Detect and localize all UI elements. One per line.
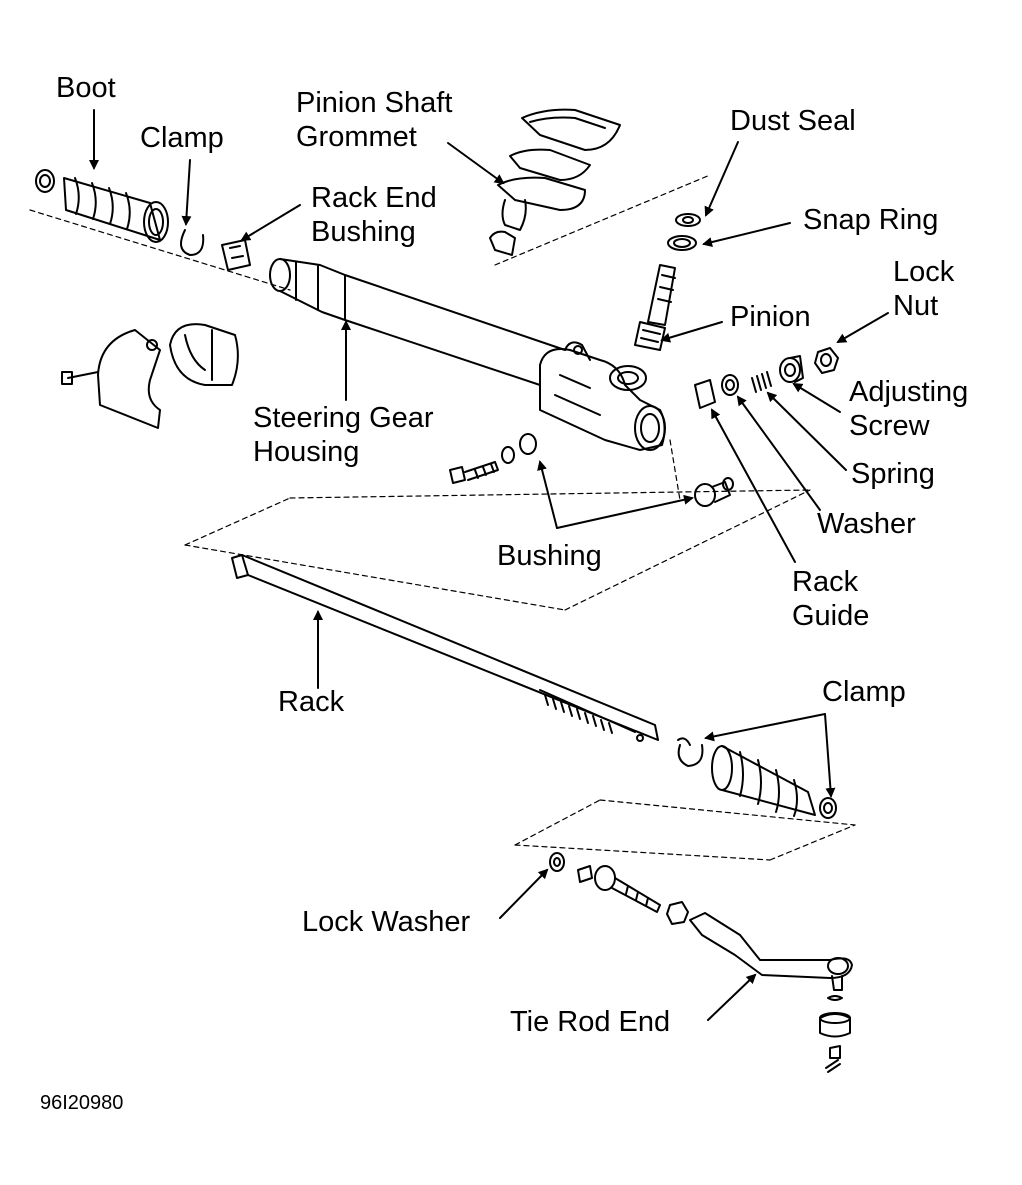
label-clamp-top: Clamp [140, 122, 224, 154]
leader-arrows [89, 109, 889, 1021]
rack-guide-part [694, 379, 716, 409]
bushing-arrow-1 [537, 460, 558, 529]
clamp-left [180, 229, 205, 256]
snap-ring-arrow [702, 222, 791, 247]
label-pinion-shaft-grommet-line1: Pinion Shaft [296, 87, 453, 119]
spring-arrow [766, 391, 847, 471]
washer-part [721, 374, 739, 396]
pinion-part [634, 264, 676, 351]
label-bushing: Bushing [497, 540, 602, 572]
inner-tie-rod [577, 865, 661, 913]
boot-left [35, 169, 169, 243]
label-adjusting-screw-line2: Screw [849, 410, 930, 442]
housing-tube [269, 258, 566, 386]
clamp-top-arrow [181, 159, 192, 226]
clamp-bottom-arrow-2 [824, 713, 836, 798]
tie-rod-end-part [689, 912, 853, 1073]
label-dust-seal: Dust Seal [730, 105, 856, 137]
dust-seal-arrow [704, 141, 739, 217]
adjusting-screw-part [779, 355, 804, 383]
rack-guide-arrow [711, 408, 796, 563]
lock-nut-arrow [836, 312, 889, 344]
label-steering-gear-housing-line2: Housing [253, 436, 360, 468]
label-rack-end-bushing-line2: Bushing [311, 216, 416, 248]
mount-bushing [169, 323, 239, 386]
label-washer: Washer [817, 508, 916, 540]
label-pinion: Pinion [730, 301, 811, 333]
label-adjusting-screw-line1: Adjusting [849, 376, 969, 408]
snap-ring-part [667, 235, 697, 251]
bushing-left-part [501, 433, 537, 464]
mount-bracket [61, 329, 161, 429]
label-rack-end-bushing-line1: Rack End [311, 182, 437, 214]
bushing-arrow-2 [556, 494, 694, 529]
label-lock-washer: Lock Washer [302, 906, 471, 938]
rack-part [231, 554, 659, 742]
label-spring: Spring [851, 458, 935, 490]
bushing-right-part [694, 477, 734, 507]
gear-housing-body [539, 341, 666, 451]
label-lock-nut-line1: Lock [893, 256, 955, 288]
lock-nut-part [814, 347, 839, 374]
adjusting-screw-arrow [792, 382, 841, 413]
label-steering-gear-housing-line1: Steering Gear [253, 402, 434, 434]
label-pinion-shaft-grommet-line2: Grommet [296, 121, 417, 153]
label-boot: Boot [56, 72, 116, 104]
label-snap-ring: Snap Ring [803, 204, 939, 236]
lock-washer-part [549, 852, 565, 872]
label-rack-guide-line1: Rack [792, 566, 859, 598]
spring-part [751, 371, 772, 393]
label-lock-nut-line2: Nut [893, 290, 939, 322]
rack-end-bushing-part [221, 239, 251, 271]
rack-end-bushing-arrow [240, 204, 301, 242]
label-clamp-bottom: Clamp [822, 676, 906, 708]
pinion-arrow [660, 321, 723, 343]
boot-right [711, 745, 837, 819]
label-tie-rod-end: Tie Rod End [510, 1006, 671, 1038]
clamp-bottom-arrow-1 [704, 713, 826, 742]
lock-washer-arrow [499, 868, 549, 919]
clamp-right-part [677, 737, 704, 767]
dust-seal-part [675, 213, 701, 227]
mount-bolt [449, 461, 499, 484]
label-rack-guide-line2: Guide [792, 600, 870, 632]
grommet-stack [489, 108, 621, 256]
tie-rod-end-arrow [707, 973, 757, 1021]
figure-code: 96I20980 [40, 1092, 124, 1114]
washer-arrow [736, 395, 821, 511]
jam-nut [666, 901, 689, 925]
pinion-shaft-grommet-arrow [447, 142, 505, 185]
alignment-lines [29, 174, 856, 861]
label-rack: Rack [278, 686, 345, 718]
